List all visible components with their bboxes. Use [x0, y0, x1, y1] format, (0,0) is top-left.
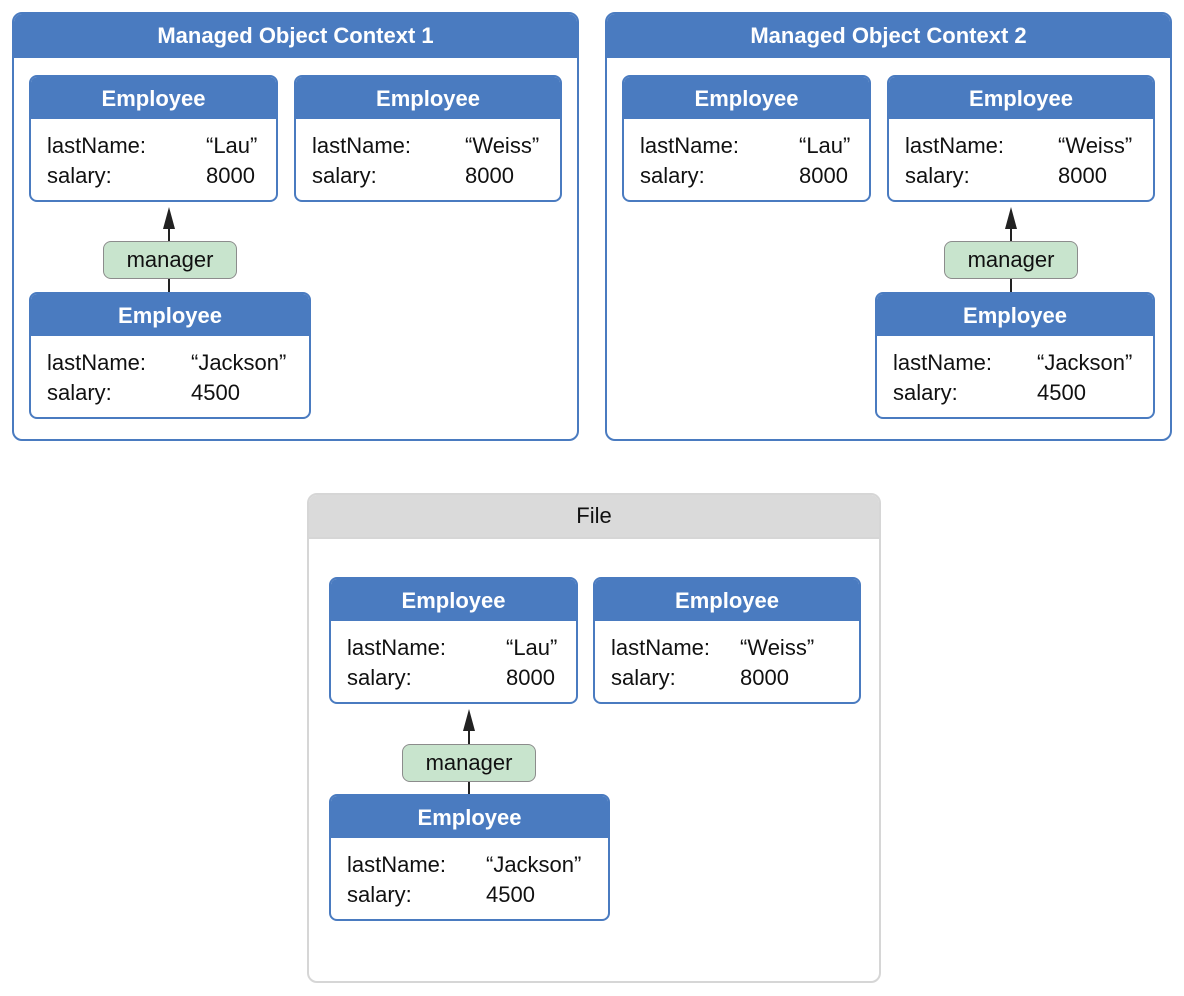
- attribute-label: salary:: [905, 163, 970, 188]
- attribute-label: salary:: [893, 380, 958, 405]
- employee-entity-lau: Employee lastName: “Lau” salary: 8000: [29, 75, 278, 202]
- attribute-label: lastName:: [640, 133, 740, 158]
- employee-entity-jackson: Employee lastName: “Jackson” salary: 450…: [29, 292, 311, 419]
- attribute-value: 8000: [465, 163, 514, 188]
- entity-header: Employee: [331, 796, 608, 838]
- attribute-row: salary: 8000: [889, 163, 1153, 189]
- attribute-row: lastName: “Jackson”: [31, 350, 309, 376]
- attribute-row: lastName: “Lau”: [331, 635, 576, 661]
- attribute-value: “Weiss”: [465, 133, 540, 158]
- attribute-row: lastName: “Lau”: [31, 133, 276, 159]
- attribute-value: 4500: [486, 882, 535, 907]
- attribute-label: lastName:: [905, 133, 1005, 158]
- attribute-row: salary: 8000: [624, 163, 869, 189]
- context-title: Managed Object Context 1: [14, 14, 577, 58]
- file-title: File: [309, 495, 879, 539]
- attribute-row: salary: 8000: [595, 665, 859, 691]
- attribute-row: lastName: “Weiss”: [889, 133, 1153, 159]
- attribute-label: lastName:: [347, 852, 447, 877]
- attribute-value: “Lau”: [799, 133, 851, 158]
- attribute-label: lastName:: [893, 350, 993, 375]
- attribute-value: 8000: [206, 163, 255, 188]
- attribute-value: 8000: [506, 665, 555, 690]
- attribute-row: salary: 8000: [296, 163, 560, 189]
- attribute-row: lastName: “Weiss”: [296, 133, 560, 159]
- attribute-value: 8000: [799, 163, 848, 188]
- attribute-value: “Jackson”: [486, 852, 582, 877]
- attribute-value: 8000: [1058, 163, 1107, 188]
- employee-entity-jackson: Employee lastName: “Jackson” salary: 450…: [329, 794, 610, 921]
- attribute-value: “Jackson”: [1037, 350, 1133, 375]
- attribute-row: salary: 8000: [331, 665, 576, 691]
- entity-header: Employee: [31, 77, 276, 119]
- arrow-head-icon: [463, 709, 475, 731]
- attribute-label: salary:: [611, 665, 676, 690]
- employee-entity-lau: Employee lastName: “Lau” salary: 8000: [622, 75, 871, 202]
- attribute-value: “Weiss”: [740, 635, 815, 660]
- employee-entity-weiss: Employee lastName: “Weiss” salary: 8000: [887, 75, 1155, 202]
- attribute-label: salary:: [47, 380, 112, 405]
- attribute-label: salary:: [640, 163, 705, 188]
- attribute-value: 8000: [740, 665, 789, 690]
- context-title: Managed Object Context 2: [607, 14, 1170, 58]
- attribute-label: lastName:: [47, 350, 147, 375]
- employee-entity-weiss: Employee lastName: “Weiss” salary: 8000: [593, 577, 861, 704]
- attribute-value: 4500: [191, 380, 240, 405]
- employee-entity-weiss: Employee lastName: “Weiss” salary: 8000: [294, 75, 562, 202]
- employee-entity-jackson: Employee lastName: “Jackson” salary: 450…: [875, 292, 1155, 419]
- attribute-row: lastName: “Lau”: [624, 133, 869, 159]
- attribute-label: salary:: [47, 163, 112, 188]
- entity-header: Employee: [877, 294, 1153, 336]
- attribute-row: salary: 4500: [877, 380, 1153, 406]
- attribute-label: salary:: [347, 665, 412, 690]
- attribute-row: salary: 8000: [31, 163, 276, 189]
- attribute-label: lastName:: [347, 635, 447, 660]
- relationship-label-manager: manager: [944, 241, 1078, 279]
- entity-header: Employee: [296, 77, 560, 119]
- entity-header: Employee: [331, 579, 576, 621]
- attribute-value: 4500: [1037, 380, 1086, 405]
- entity-header: Employee: [889, 77, 1153, 119]
- attribute-label: lastName:: [47, 133, 147, 158]
- relationship-label-manager: manager: [402, 744, 536, 782]
- attribute-value: “Jackson”: [191, 350, 287, 375]
- attribute-row: salary: 4500: [31, 380, 309, 406]
- employee-entity-lau: Employee lastName: “Lau” salary: 8000: [329, 577, 578, 704]
- entity-header: Employee: [595, 579, 859, 621]
- attribute-value: “Lau”: [506, 635, 558, 660]
- attribute-row: lastName: “Weiss”: [595, 635, 859, 661]
- relationship-label-manager: manager: [103, 241, 237, 279]
- entity-header: Employee: [31, 294, 309, 336]
- entity-header: Employee: [624, 77, 869, 119]
- attribute-row: salary: 4500: [331, 882, 608, 908]
- arrow-head-icon: [163, 207, 175, 229]
- arrow-head-icon: [1005, 207, 1017, 229]
- attribute-label: lastName:: [611, 635, 711, 660]
- attribute-label: salary:: [347, 882, 412, 907]
- attribute-row: lastName: “Jackson”: [331, 852, 608, 878]
- attribute-label: lastName:: [312, 133, 412, 158]
- attribute-label: salary:: [312, 163, 377, 188]
- attribute-value: “Weiss”: [1058, 133, 1133, 158]
- attribute-row: lastName: “Jackson”: [877, 350, 1153, 376]
- attribute-value: “Lau”: [206, 133, 258, 158]
